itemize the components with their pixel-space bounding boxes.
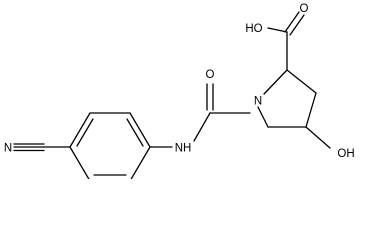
pyrrolidine-ring: N: [254, 69, 317, 128]
hydroxyl-group: OH: [305, 126, 355, 160]
carboxyl-double-a: [284, 11, 300, 33]
ring-c3-to-c4-bond: [305, 92, 317, 128]
nitrile-group: N: [4, 143, 71, 155]
ring-n-to-c2-bond: [263, 69, 288, 95]
amide-o-label: O: [206, 69, 215, 81]
ring-c5-to-n-bond: [257, 106, 269, 128]
structure-diagram: N NH O N O HO: [4, 3, 355, 179]
benzene-inner-double-2: [126, 118, 144, 147]
amide-linkage: NH O: [149, 69, 251, 155]
carboxyl-to-oh-bond: [267, 27, 288, 33]
benzene-bond-3: [129, 112, 151, 148]
benzene-bond-4: [130, 146, 151, 179]
ring-c2-to-c3-bond: [286, 69, 317, 94]
hydroxyl-oh-label: OH: [337, 148, 354, 160]
nh-to-carbonyl-bond: [193, 112, 211, 142]
benzene-ring: [69, 112, 151, 179]
carboxyl-double-b: [289, 14, 305, 36]
carboxylic-acid-group: O HO: [245, 3, 309, 71]
c4-to-hydroxyl-bond: [305, 126, 331, 149]
ring-n-label: N: [254, 96, 262, 108]
benzene-bond-6: [69, 146, 90, 179]
amide-nh-label: NH: [175, 143, 192, 155]
nitrile-n-label: N: [4, 143, 12, 155]
benzene-bond-1: [69, 112, 91, 148]
carboxyl-o-label: O: [300, 3, 309, 15]
carboxyl-ho-label: HO: [245, 23, 262, 35]
benzene-inner-double-1: [76, 118, 94, 147]
